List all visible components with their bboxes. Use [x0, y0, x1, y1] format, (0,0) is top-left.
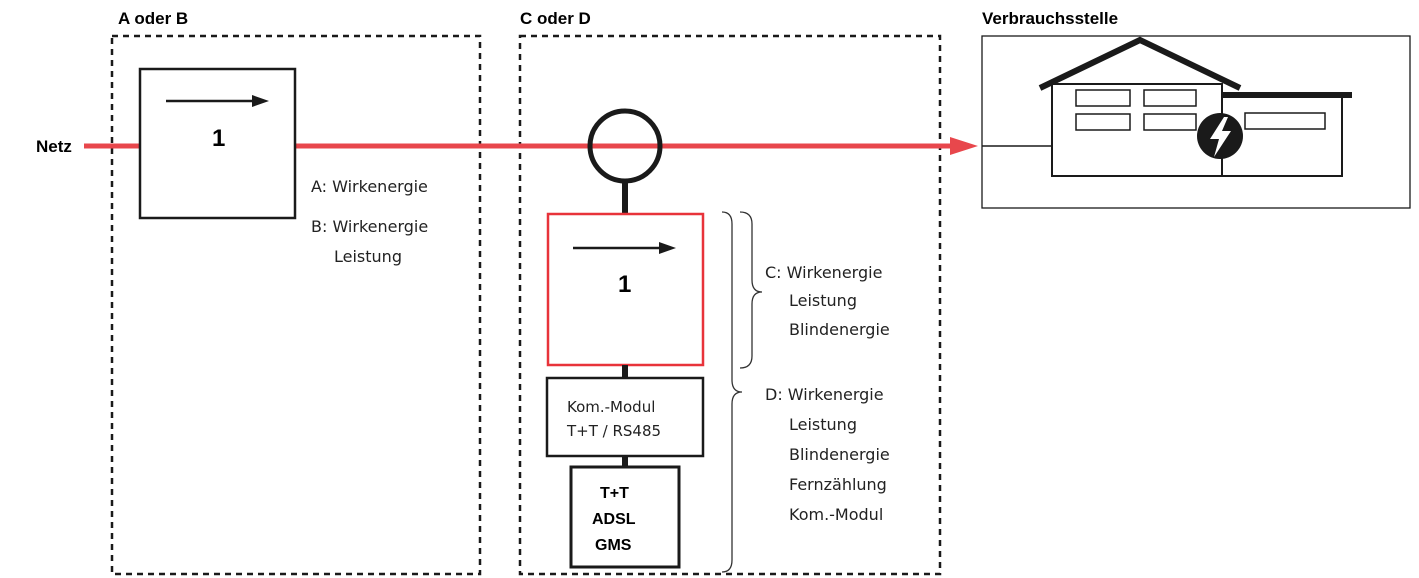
- option-a-text: A: Wirkenergie: [311, 177, 428, 196]
- grid-label: Netz: [36, 137, 72, 156]
- zone-cd-box: [518, 34, 942, 576]
- option-d-line4: Fernzählung: [789, 475, 887, 494]
- comm-module-line2: T+T / RS485: [566, 422, 661, 440]
- option-b-line1: B: Wirkenergie: [311, 217, 428, 236]
- comm-module-box: [545, 376, 705, 458]
- option-d-line1: D: Wirkenergie: [765, 385, 884, 404]
- transmission-line1: T+T: [600, 485, 629, 502]
- transmission-box: [569, 465, 681, 569]
- option-c-line3: Blindenergie: [789, 320, 890, 339]
- consumer-title: Verbrauchsstelle: [982, 9, 1118, 28]
- option-d-line3: Blindenergie: [789, 445, 890, 464]
- meter-left-box: [138, 67, 297, 220]
- lightning-bolt-icon: [1197, 113, 1243, 159]
- zone-cd-title: C oder D: [520, 9, 591, 28]
- comm-module-line1: Kom.-Modul: [567, 398, 655, 416]
- power-line-arrowhead: [950, 137, 978, 155]
- option-d-line2: Leistung: [789, 415, 857, 434]
- option-d-line5: Kom.-Modul: [789, 505, 883, 524]
- option-c-line2: Leistung: [789, 291, 857, 310]
- meter-right-number: 1: [618, 271, 631, 298]
- brace-c: [739, 211, 763, 369]
- meter-left-number: 1: [212, 125, 225, 152]
- arrow-right-icon: [166, 95, 269, 107]
- zone-ab-box: [110, 34, 482, 576]
- option-b-line2: Leistung: [334, 247, 402, 266]
- transmission-line2: ADSL: [592, 511, 636, 528]
- arrow-right-icon: [573, 242, 676, 254]
- zone-ab-title: A oder B: [118, 9, 188, 28]
- brace-d: [721, 211, 743, 573]
- transmission-line3: GMS: [595, 537, 632, 554]
- meter-right-box: [546, 212, 705, 367]
- option-c-line1: C: Wirkenergie: [765, 263, 882, 282]
